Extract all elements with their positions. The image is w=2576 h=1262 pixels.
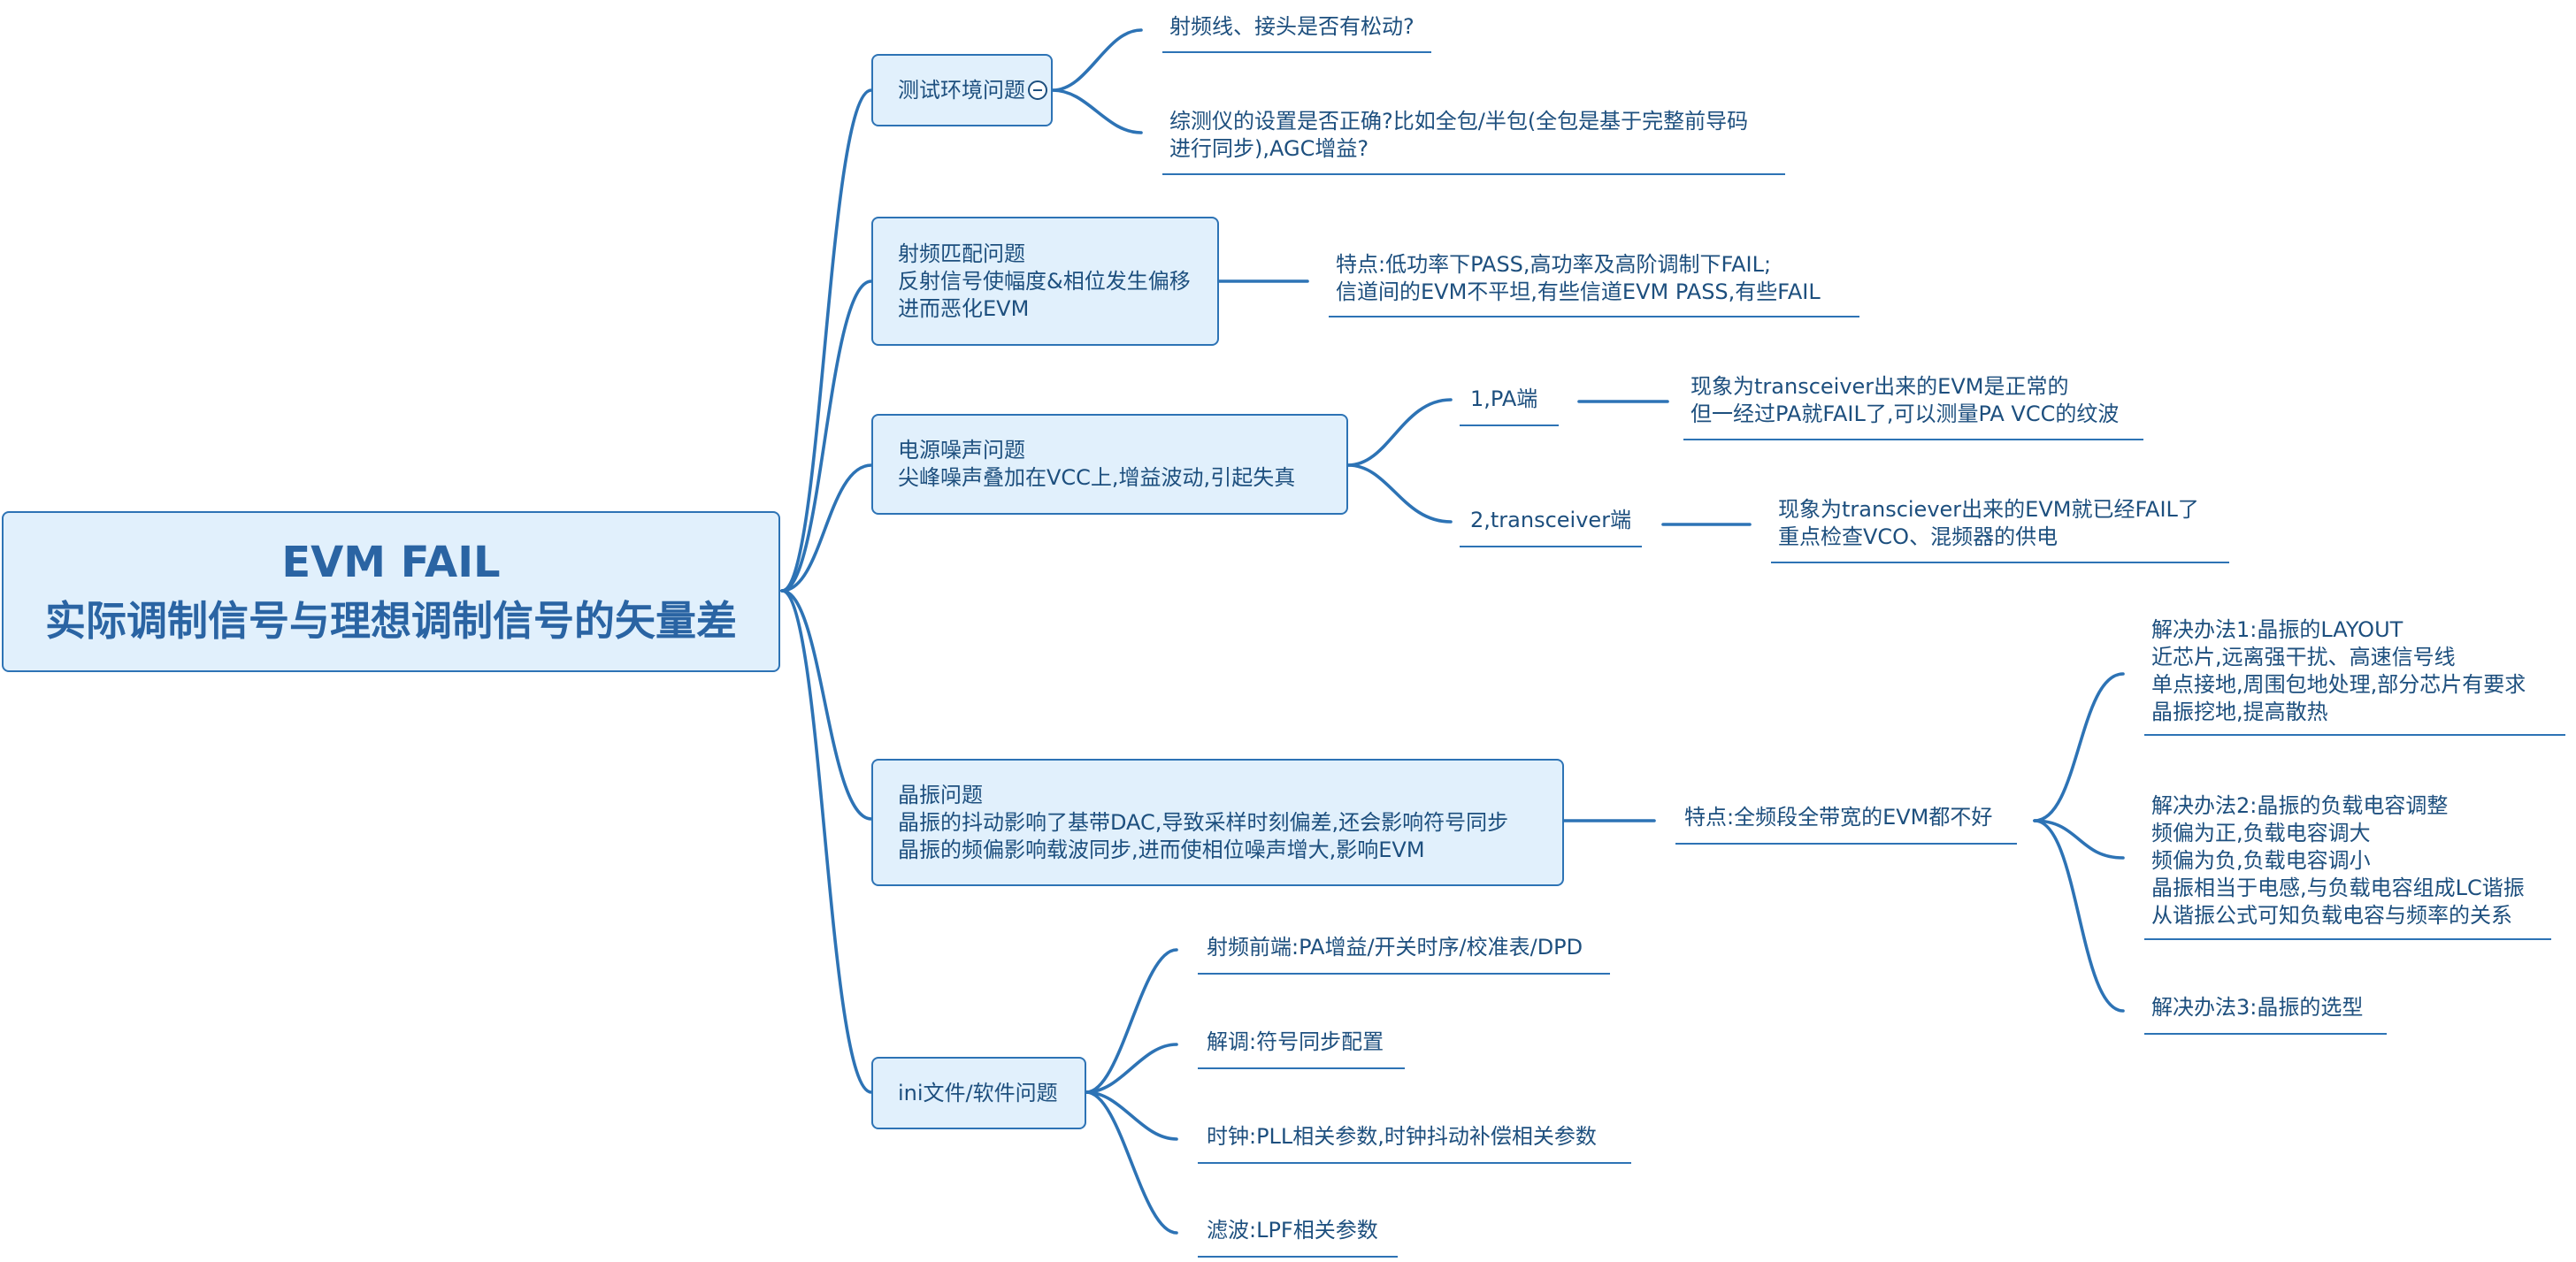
node-software-label: ini文件/软件问题 — [898, 1080, 1058, 1105]
leaf-trx-label: 2,transceiver端 — [1470, 508, 1632, 532]
leaf-rf-feature-line2: 信道间的EVM不平坦,有些信道EVM PASS,有些FAIL — [1336, 279, 1821, 304]
link-root-test-env — [780, 88, 873, 593]
node-power-noise-line1: 电源噪声问题 — [898, 438, 1025, 463]
solution1-line1: 解决办法1:晶振的LAYOUT — [2151, 617, 2404, 642]
node-crystal[interactable]: 晶振问题 晶振的抖动影响了基带DAC,导致采样时刻偏差,还会影响符号同步 晶振的… — [871, 759, 1564, 886]
link-feature-solution2 — [2033, 819, 2125, 860]
solution2-line2: 频偏为正,负载电容调大 — [2151, 821, 2371, 845]
node-crystal-line2: 晶振的抖动影响了基带DAC,导致采样时刻偏差,还会影响符号同步 — [898, 809, 1509, 835]
leaf-solution-1[interactable]: 解决办法1:晶振的LAYOUT 近芯片,远离强干扰、高速信号线 单点接地,周围包… — [2144, 616, 2565, 736]
leaf-clock[interactable]: 时钟:PLL相关参数,时钟抖动补偿相关参数 — [1198, 1123, 1631, 1164]
node-test-env[interactable]: 测试环境问题 — [871, 54, 1053, 126]
leaf-rf-match-feature[interactable]: 特点:低功率下PASS,高功率及高阶调制下FAIL; 信道间的EVM不平坦,有些… — [1329, 250, 1859, 317]
solution2-line3: 频偏为负,负载电容调小 — [2151, 848, 2371, 873]
node-crystal-line1: 晶振问题 — [898, 782, 983, 807]
node-power-noise[interactable]: 电源噪声问题 尖峰噪声叠加在VCC上,增益波动,引起失真 — [871, 414, 1348, 515]
leaf-tester-line2: 进行同步),AGC增益? — [1169, 136, 1369, 161]
node-rf-match-line3: 进而恶化EVM — [898, 295, 1030, 321]
node-power-noise-line2: 尖峰噪声叠加在VCC上,增益波动,引起失真 — [898, 465, 1296, 490]
leaf-tester-line1: 综测仪的设置是否正确?比如全包/半包(全包是基于完整前导码 — [1169, 109, 1749, 134]
link-test-env-tester — [1051, 88, 1143, 134]
leaf-pa-detail-line1: 现象为transceiver出来的EVM是正常的 — [1690, 374, 2069, 399]
leaf-solution-3[interactable]: 解决办法3:晶振的选型 — [2144, 994, 2387, 1035]
leaf-crystal-feature[interactable]: 特点:全频段全带宽的EVM都不好 — [1675, 804, 2017, 845]
node-rf-match[interactable]: 射频匹配问题 反射信号使幅度&相位发生偏移 进而恶化EVM — [871, 217, 1219, 346]
leaf-demod[interactable]: 解调:符号同步配置 — [1198, 1029, 1405, 1069]
link-software-filter — [1085, 1090, 1178, 1235]
leaf-filter[interactable]: 滤波:LPF相关参数 — [1198, 1217, 1398, 1258]
leaf-trx[interactable]: 2,transceiver端 — [1460, 507, 1642, 547]
link-software-demod — [1085, 1043, 1178, 1094]
link-power-trx — [1346, 463, 1453, 524]
leaf-rf-cable-text: 射频线、接头是否有松动? — [1169, 14, 1414, 39]
node-crystal-line3: 晶振的频偏影响载波同步,进而使相位噪声增大,影响EVM — [898, 837, 1425, 862]
solution2-line1: 解决办法2:晶振的负载电容调整 — [2151, 793, 2449, 818]
link-root-power-noise — [780, 463, 873, 593]
link-test-env-rf-cable — [1051, 28, 1143, 92]
root-title: EVM FAIL — [281, 538, 501, 587]
leaf-crystal-feature-text: 特点:全频段全带宽的EVM都不好 — [1684, 805, 1993, 830]
solution1-line2: 近芯片,远离强干扰、高速信号线 — [2151, 645, 2456, 669]
node-software[interactable]: ini文件/软件问题 — [871, 1057, 1086, 1129]
leaf-pa-detail[interactable]: 现象为transceiver出来的EVM是正常的 但一经过PA就FAIL了,可以… — [1683, 371, 2143, 440]
collapse-icon[interactable] — [1028, 80, 1047, 100]
node-test-env-label: 测试环境问题 — [898, 77, 1025, 103]
solution2-line4: 晶振相当于电感,与负载电容组成LC谐振 — [2151, 876, 2525, 900]
node-rf-match-line2: 反射信号使幅度&相位发生偏移 — [898, 268, 1191, 294]
link-feature-solution1 — [2033, 672, 2125, 822]
leaf-clock-text: 时钟:PLL相关参数,时钟抖动补偿相关参数 — [1207, 1124, 1597, 1149]
root-node[interactable]: EVM FAIL 实际调制信号与理想调制信号的矢量差 — [2, 511, 780, 672]
node-rf-match-line1: 射频匹配问题 — [898, 241, 1025, 266]
leaf-filter-text: 滤波:LPF相关参数 — [1207, 1218, 1378, 1243]
leaf-rf-frontend[interactable]: 射频前端:PA增益/开关时序/校准表/DPD — [1198, 934, 1610, 975]
leaf-rf-cable[interactable]: 射频线、接头是否有松动? — [1162, 12, 1431, 53]
link-software-clock — [1085, 1090, 1178, 1141]
link-feature-solution3 — [2033, 819, 2125, 1013]
leaf-pa[interactable]: 1,PA端 — [1460, 386, 1559, 426]
leaf-trx-detail-line1: 现象为transciever出来的EVM就已经FAIL了 — [1778, 497, 2199, 522]
link-root-crystal — [780, 589, 873, 821]
link-root-rf-match — [780, 279, 873, 593]
root-subtitle: 实际调制信号与理想调制信号的矢量差 — [45, 597, 737, 645]
leaf-pa-detail-line2: 但一经过PA就FAIL了,可以测量PA VCC的纹波 — [1690, 402, 2120, 426]
leaf-solution-2[interactable]: 解决办法2:晶振的负载电容调整 频偏为正,负载电容调大 频偏为负,负载电容调小 … — [2144, 792, 2551, 940]
leaf-rf-feature-line1: 特点:低功率下PASS,高功率及高阶调制下FAIL; — [1336, 252, 1772, 277]
link-software-rf-frontend — [1085, 948, 1178, 1094]
link-power-pa — [1346, 398, 1453, 467]
solution3-text: 解决办法3:晶振的选型 — [2151, 995, 2364, 1020]
leaf-tester-settings[interactable]: 综测仪的设置是否正确?比如全包/半包(全包是基于完整前导码 进行同步),AGC增… — [1162, 106, 1785, 175]
leaf-trx-detail[interactable]: 现象为transciever出来的EVM就已经FAIL了 重点检查VCO、混频器… — [1771, 494, 2229, 563]
solution2-line5: 从谐振公式可知负载电容与频率的关系 — [2151, 903, 2512, 928]
solution1-line4: 晶振挖地,提高散热 — [2151, 700, 2328, 724]
link-root-software — [780, 589, 873, 1094]
leaf-pa-label: 1,PA端 — [1470, 386, 1538, 411]
leaf-trx-detail-line2: 重点检查VCO、混频器的供电 — [1778, 524, 2058, 549]
solution1-line3: 单点接地,周围包地处理,部分芯片有要求 — [2151, 672, 2526, 697]
leaf-rf-frontend-text: 射频前端:PA增益/开关时序/校准表/DPD — [1207, 935, 1583, 960]
leaf-demod-text: 解调:符号同步配置 — [1207, 1029, 1384, 1054]
